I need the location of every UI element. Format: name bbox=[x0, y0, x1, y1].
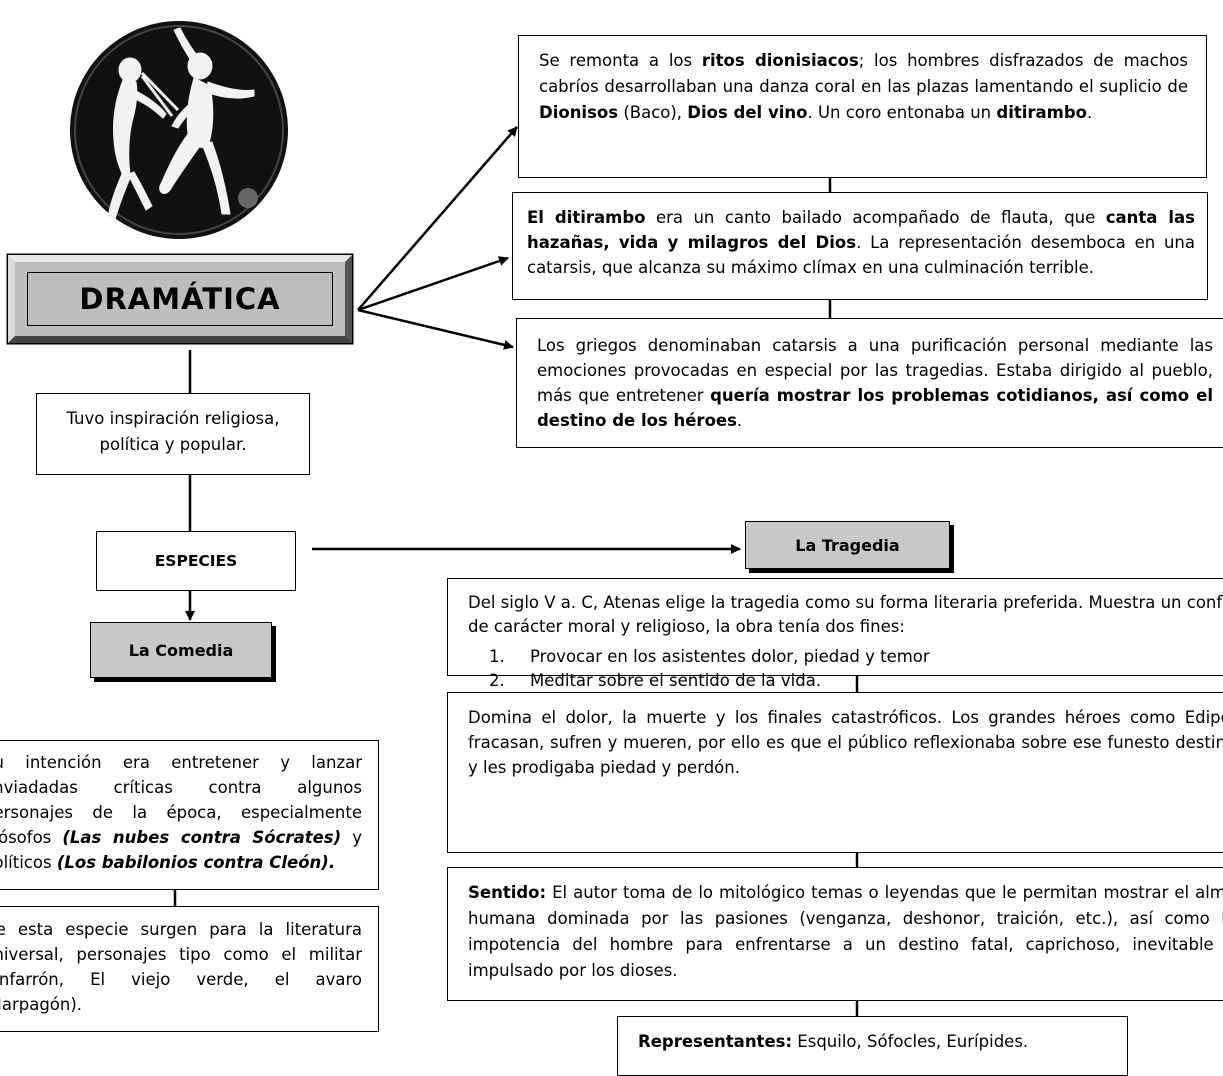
tragedy-box-3: Sentido: El autor toma de lo mitológico … bbox=[447, 867, 1223, 1001]
arrow-to-origin-1 bbox=[357, 126, 518, 311]
arrow-to-origin-3 bbox=[357, 308, 514, 350]
origin-3-text-2: . bbox=[736, 411, 743, 430]
origin-3-bold-1: quería mostrar los problemas cotidianos,… bbox=[537, 386, 1213, 430]
tragedy-1-text: Del siglo V a. C, Atenas elige la traged… bbox=[468, 593, 1223, 636]
representatives-text: Esquilo, Sófocles, Eurípides. bbox=[792, 1032, 1029, 1051]
tragedy-1-list: Provocar en los asistentes dolor, piedad… bbox=[468, 645, 1223, 693]
representatives-bold: Representantes: bbox=[638, 1032, 793, 1051]
origin-2-text-2: . La representación desemboca en una cat… bbox=[527, 233, 1195, 277]
origin-1-text-1: Se remonta a los bbox=[539, 51, 702, 70]
comedy-2-text: De esta especie surgen para la literatur… bbox=[0, 920, 362, 1014]
origin-2-text-1: era un canto bailado acompañado de flaut… bbox=[645, 208, 1106, 227]
tragedy-label: La Tragedia bbox=[795, 535, 900, 555]
tragedy-3-text: Sentido: El autor toma de lo mitológico … bbox=[468, 883, 1223, 980]
origin-1-text-4: . Un coro entonaba un bbox=[807, 103, 997, 122]
origin-1-text-5: . bbox=[1087, 103, 1093, 122]
origin-box-3: Los griegos denominaban catarsis a una p… bbox=[516, 318, 1223, 448]
list-item: Meditar sobre el sentido de la vida. bbox=[510, 669, 1223, 693]
origin-box-1: Se remonta a los ritos dionisiacos; los … bbox=[518, 35, 1207, 178]
tragedy-3-bold: Sentido: bbox=[468, 883, 547, 902]
tragedy-box-1: Del siglo V a. C, Atenas elige la traged… bbox=[447, 578, 1223, 690]
comedy-label: La Comedia bbox=[128, 640, 234, 660]
inspiration-box: Tuvo inspiración religiosa, política y p… bbox=[36, 393, 310, 475]
tragedy-2-text: Domina el dolor, la muerte y los finales… bbox=[468, 708, 1223, 777]
origin-1-text-3: (Baco), bbox=[618, 103, 688, 122]
comedy-box-1: Su intención era entretener y lanzar env… bbox=[0, 740, 379, 890]
species-box: ESPECIES bbox=[96, 531, 296, 591]
origin-3-text-1: Los griegos denominaban catarsis a una p… bbox=[537, 336, 1213, 405]
arrow-to-origin-2 bbox=[357, 256, 509, 312]
comedy-label-box: La Comedia bbox=[90, 622, 272, 678]
tragedy-box-2: Domina el dolor, la muerte y los finales… bbox=[447, 692, 1223, 853]
greek-vase-illustration bbox=[70, 21, 288, 239]
origin-1-bold-1: ritos dionisiacos bbox=[701, 51, 859, 70]
origin-2-bold-1: El ditirambo bbox=[527, 208, 646, 227]
origin-1-bold-3: Dios del vino bbox=[687, 103, 808, 122]
comedy-box-2: De esta especie surgen para la literatur… bbox=[0, 906, 379, 1032]
comedy-1-text-2: y políticos bbox=[0, 828, 362, 872]
tragedy-label-box: La Tragedia bbox=[745, 521, 950, 569]
origin-1-text-2: ; los hombres disfrazados de machos cabr… bbox=[539, 51, 1188, 96]
comedy-1-text-1: Su intención era entretener y lanzar env… bbox=[0, 753, 362, 847]
inspiration-text: Tuvo inspiración religiosa, política y p… bbox=[66, 409, 280, 454]
title: DRAMÁTICA bbox=[27, 272, 333, 326]
origin-1-bold-2: Dionisos bbox=[539, 103, 619, 122]
origin-box-2: El ditirambo era un canto bailado acompa… bbox=[512, 192, 1208, 300]
comedy-1-bold-italic-1: (Las nubes contra Sócrates) bbox=[62, 828, 342, 847]
list-item: Provocar en los asistentes dolor, piedad… bbox=[510, 645, 1223, 669]
species-label: ESPECIES bbox=[154, 552, 238, 570]
origin-1-bold-4: ditirambo bbox=[996, 103, 1088, 122]
title-box: DRAMÁTICA bbox=[8, 255, 352, 343]
comedy-1-bold-italic-2: (Los babilonios contra Cleón). bbox=[56, 853, 336, 872]
origin-2-bold-2: canta las hazañas, vida y milagros del D… bbox=[527, 208, 1195, 252]
representatives-box: Representantes: Esquilo, Sófocles, Euríp… bbox=[617, 1016, 1128, 1076]
